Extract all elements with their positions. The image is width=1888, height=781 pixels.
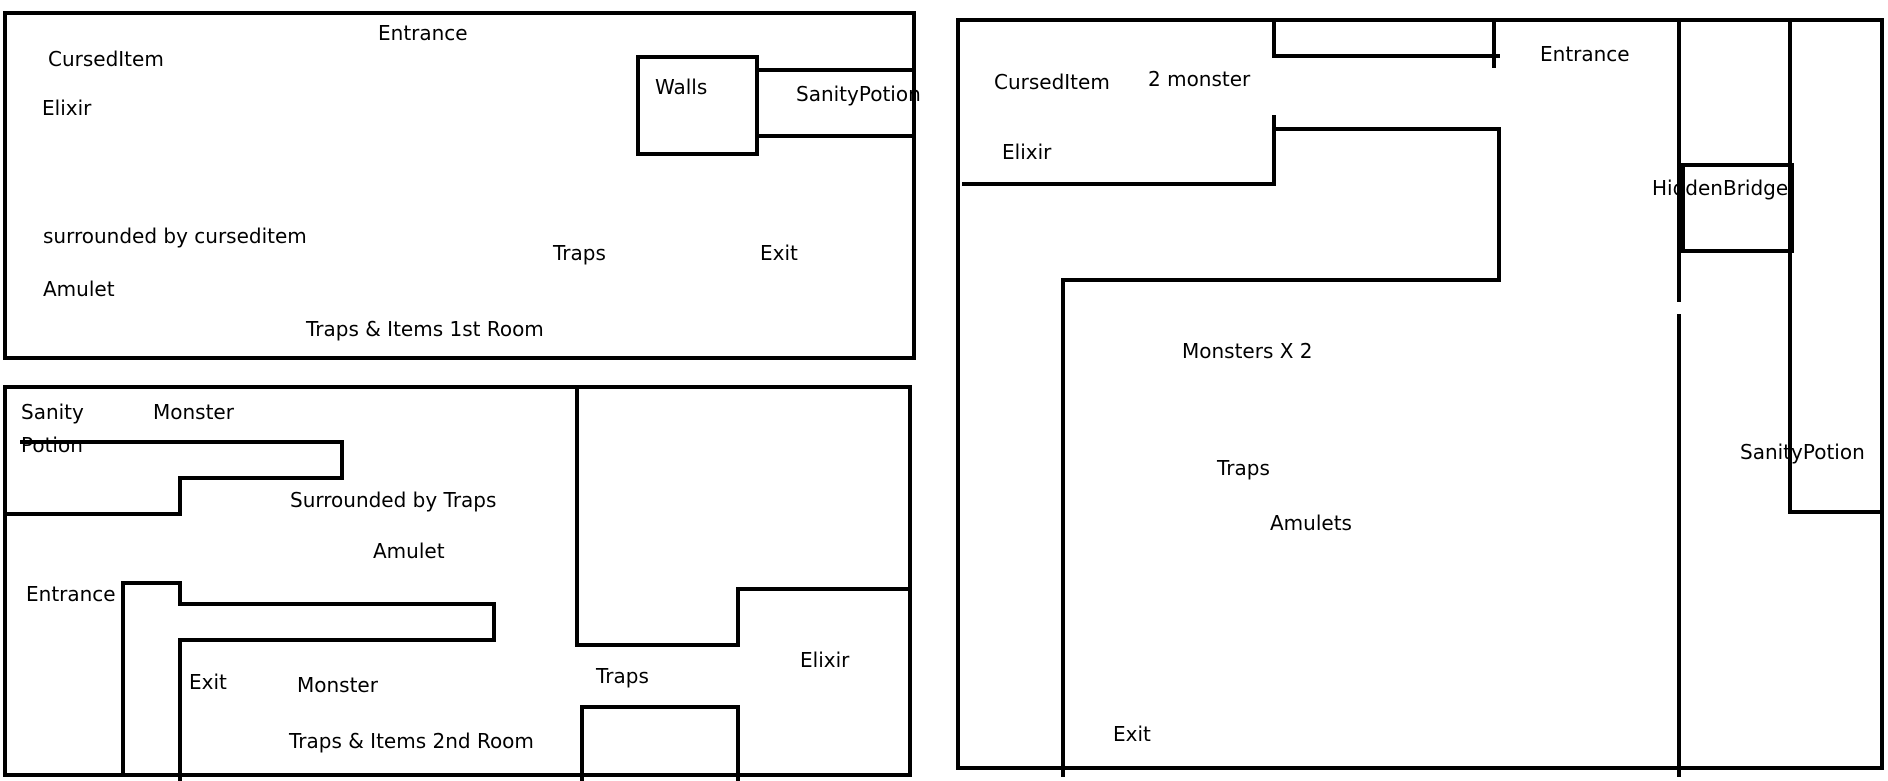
room-2-divider-wall (575, 385, 912, 647)
room-1-title: Traps & Items 1st Room (305, 317, 544, 341)
room-3-elixir-label: Elixir (1002, 140, 1052, 164)
room-2-amulet-label: Amulet (373, 539, 445, 563)
room-3-monsters-x2-label: Monsters X 2 (1182, 339, 1313, 363)
room-3-amulets-label: Amulets (1270, 511, 1352, 535)
room-2-monster-top-label: Monster (153, 400, 235, 424)
room-3-outer-wall (956, 18, 1884, 770)
room-2-upper-ledge (20, 440, 344, 480)
room-2-exit-label: Exit (189, 670, 227, 694)
room-1-sanity-potion-label: SanityPotion (796, 82, 921, 106)
room-1-surrounded-label: surrounded by curseditem (43, 224, 307, 248)
room-2-title: Traps & Items 2nd Room (288, 729, 534, 753)
room-3-hidden-bridge (1681, 163, 1794, 253)
room-3-right-inner-wall (1788, 18, 1884, 514)
room-2-monster-bottom-label: Monster (297, 673, 379, 697)
room-3-hidden-bridge-label: HiddenBridge (1652, 176, 1788, 200)
room-3-exit-label: Exit (1113, 722, 1151, 746)
room-1-elixir-label: Elixir (42, 96, 92, 120)
room-2-outer-wall (3, 385, 912, 777)
room-1-outer-wall (3, 11, 916, 360)
room-3-entrance-pocket (1272, 18, 1500, 58)
room-3-sanity-potion-label: SanityPotion (1740, 440, 1865, 464)
room-1-traps-label: Traps (552, 241, 606, 265)
room-3-inner-wall (1061, 127, 1501, 777)
room-3-two-monster-label: 2 monster (1148, 67, 1251, 91)
room-1-entrance-label: Entrance (378, 21, 468, 45)
room-1-cursed-item-label: CursedItem (48, 47, 164, 71)
room-3-cursed-item-label: CursedItem (994, 70, 1110, 94)
room-2-elixir-label: Elixir (800, 648, 850, 672)
room-1-exit-label: Exit (760, 241, 798, 265)
room-2-bottom-block (580, 705, 740, 781)
room-3-traps-label: Traps (1216, 456, 1270, 480)
room-2-potion-label: Potion (21, 433, 83, 457)
room-2-lower-ledge (3, 476, 344, 516)
room-1: Entrance CursedItem Elixir Walls SanityP… (3, 11, 921, 360)
room-1-walls-block (636, 55, 759, 156)
room-2-traps-label: Traps (595, 664, 649, 688)
room-1-amulet-label: Amulet (43, 277, 115, 301)
room-3-entrance-label: Entrance (1540, 42, 1630, 66)
room-2-entrance-corridor (121, 581, 496, 781)
room-3-upper-shelf (962, 115, 1276, 186)
room-1-walls-label: Walls (655, 75, 707, 99)
room-2-sanity-label: Sanity (21, 400, 84, 424)
room-2: Sanity Potion Monster Surrounded by Trap… (3, 385, 912, 781)
room-2-surrounded-label: Surrounded by Traps (290, 488, 496, 512)
room-3: CursedItem 2 monster Entrance Elixir Hid… (956, 18, 1884, 777)
room-2-entrance-label: Entrance (26, 582, 116, 606)
